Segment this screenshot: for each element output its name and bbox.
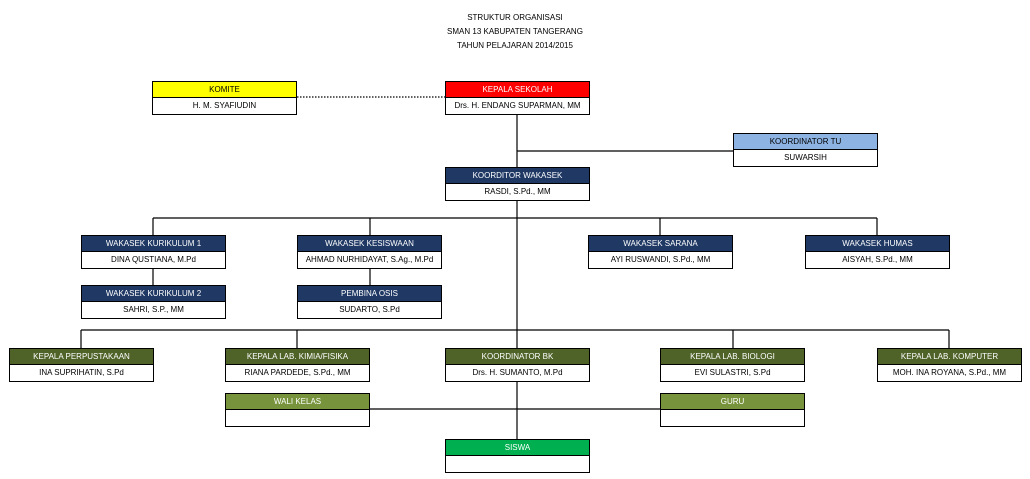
node-name: SUDARTO, S.Pd	[339, 305, 400, 314]
node-name: Drs. H. ENDANG SUPARMAN, MM	[454, 101, 581, 110]
chart-title-line-1: STRUKTUR ORGANISASI	[467, 13, 563, 22]
node-title: KEPALA LAB. KIMIA/FISIKA	[226, 349, 369, 365]
node-name: RIANA PARDEDE, S.Pd., MM	[244, 368, 351, 377]
node-name: AISYAH, S.Pd., MM	[842, 255, 913, 264]
node-name: DINA QUSTIANA, M.Pd	[111, 255, 196, 264]
node-wakasek-kurikulum-2: WAKASEK KURIKULUM 2 SAHRI, S.P., MM	[81, 285, 226, 319]
node-name: AYI RUSWANDI, S.Pd., MM	[610, 255, 711, 264]
node-wakasek-kesiswaan: WAKASEK KESISWAAN AHMAD NURHIDAYAT, S.Ag…	[297, 235, 442, 269]
node-title: KEPALA LAB. KOMPUTER	[878, 349, 1021, 365]
node-title: WALI KELAS	[226, 394, 369, 410]
node-title: WAKASEK KURIKULUM 2	[82, 286, 225, 302]
node-name	[661, 410, 804, 426]
node-title: KEPALA SEKOLAH	[446, 82, 589, 98]
node-koordinator-wakasek: KOORDITOR WAKASEK RASDI, S.Pd., MM	[445, 167, 590, 201]
chart-title-line-2: SMAN 13 KABUPATEN TANGERANG	[447, 27, 583, 36]
node-name: SUWARSIH	[784, 153, 827, 162]
node-name: EVI SULASTRI, S.Pd	[694, 368, 771, 377]
node-name	[226, 410, 369, 426]
node-title: KOORDINATOR BK	[446, 349, 589, 365]
node-title: KEPALA LAB. BIOLOGI	[661, 349, 804, 365]
node-kepala-perpustakaan: KEPALA PERPUSTAKAAN INA SUPRIHATIN, S.Pd	[9, 348, 154, 382]
node-name: AHMAD NURHIDAYAT, S.Ag., M.Pd	[305, 255, 434, 264]
node-siswa: SISWA	[445, 439, 590, 473]
node-title: KEPALA PERPUSTAKAAN	[10, 349, 153, 365]
node-kepala-lab-kimia: KEPALA LAB. KIMIA/FISIKA RIANA PARDEDE, …	[225, 348, 370, 382]
node-title: WAKASEK KURIKULUM 1	[82, 236, 225, 252]
node-title: KOORDITOR WAKASEK	[446, 168, 589, 184]
node-wali-kelas: WALI KELAS	[225, 393, 370, 427]
node-name: H. M. SYAFIUDIN	[192, 101, 257, 110]
node-title: WAKASEK KESISWAAN	[298, 236, 441, 252]
node-kepala-lab-komputer: KEPALA LAB. KOMPUTER MOH. INA ROYANA, S.…	[877, 348, 1022, 382]
node-guru: GURU	[660, 393, 805, 427]
node-kepala-sekolah: KEPALA SEKOLAH Drs. H. ENDANG SUPARMAN, …	[445, 81, 590, 115]
node-title: WAKASEK HUMAS	[806, 236, 949, 252]
node-name: Drs. H. SUMANTO, M.Pd	[472, 368, 563, 377]
node-title: SISWA	[446, 440, 589, 456]
node-name: MOH. INA ROYANA, S.Pd., MM	[892, 368, 1007, 377]
chart-title-line-3: TAHUN PELAJARAN 2014/2015	[457, 41, 573, 50]
node-title: WAKASEK SARANA	[589, 236, 732, 252]
node-title: KOORDINATOR TU	[734, 134, 877, 150]
node-koordinator-tu: KOORDINATOR TU SUWARSIH	[733, 133, 878, 167]
node-name: SAHRI, S.P., MM	[123, 305, 184, 314]
node-komite: KOMITE H. M. SYAFIUDIN	[152, 81, 297, 115]
node-wakasek-sarana: WAKASEK SARANA AYI RUSWANDI, S.Pd., MM	[588, 235, 733, 269]
node-koordinator-bk: KOORDINATOR BK Drs. H. SUMANTO, M.Pd	[445, 348, 590, 382]
node-title: PEMBINA OSIS	[298, 286, 441, 302]
node-name	[446, 456, 589, 472]
node-kepala-lab-biologi: KEPALA LAB. BIOLOGI EVI SULASTRI, S.Pd	[660, 348, 805, 382]
node-wakasek-humas: WAKASEK HUMAS AISYAH, S.Pd., MM	[805, 235, 950, 269]
node-wakasek-kurikulum-1: WAKASEK KURIKULUM 1 DINA QUSTIANA, M.Pd	[81, 235, 226, 269]
node-name: INA SUPRIHATIN, S.Pd	[39, 368, 124, 377]
node-pembina-osis: PEMBINA OSIS SUDARTO, S.Pd	[297, 285, 442, 319]
node-title: KOMITE	[153, 82, 296, 98]
node-title: GURU	[661, 394, 804, 410]
node-name: RASDI, S.Pd., MM	[484, 187, 551, 196]
